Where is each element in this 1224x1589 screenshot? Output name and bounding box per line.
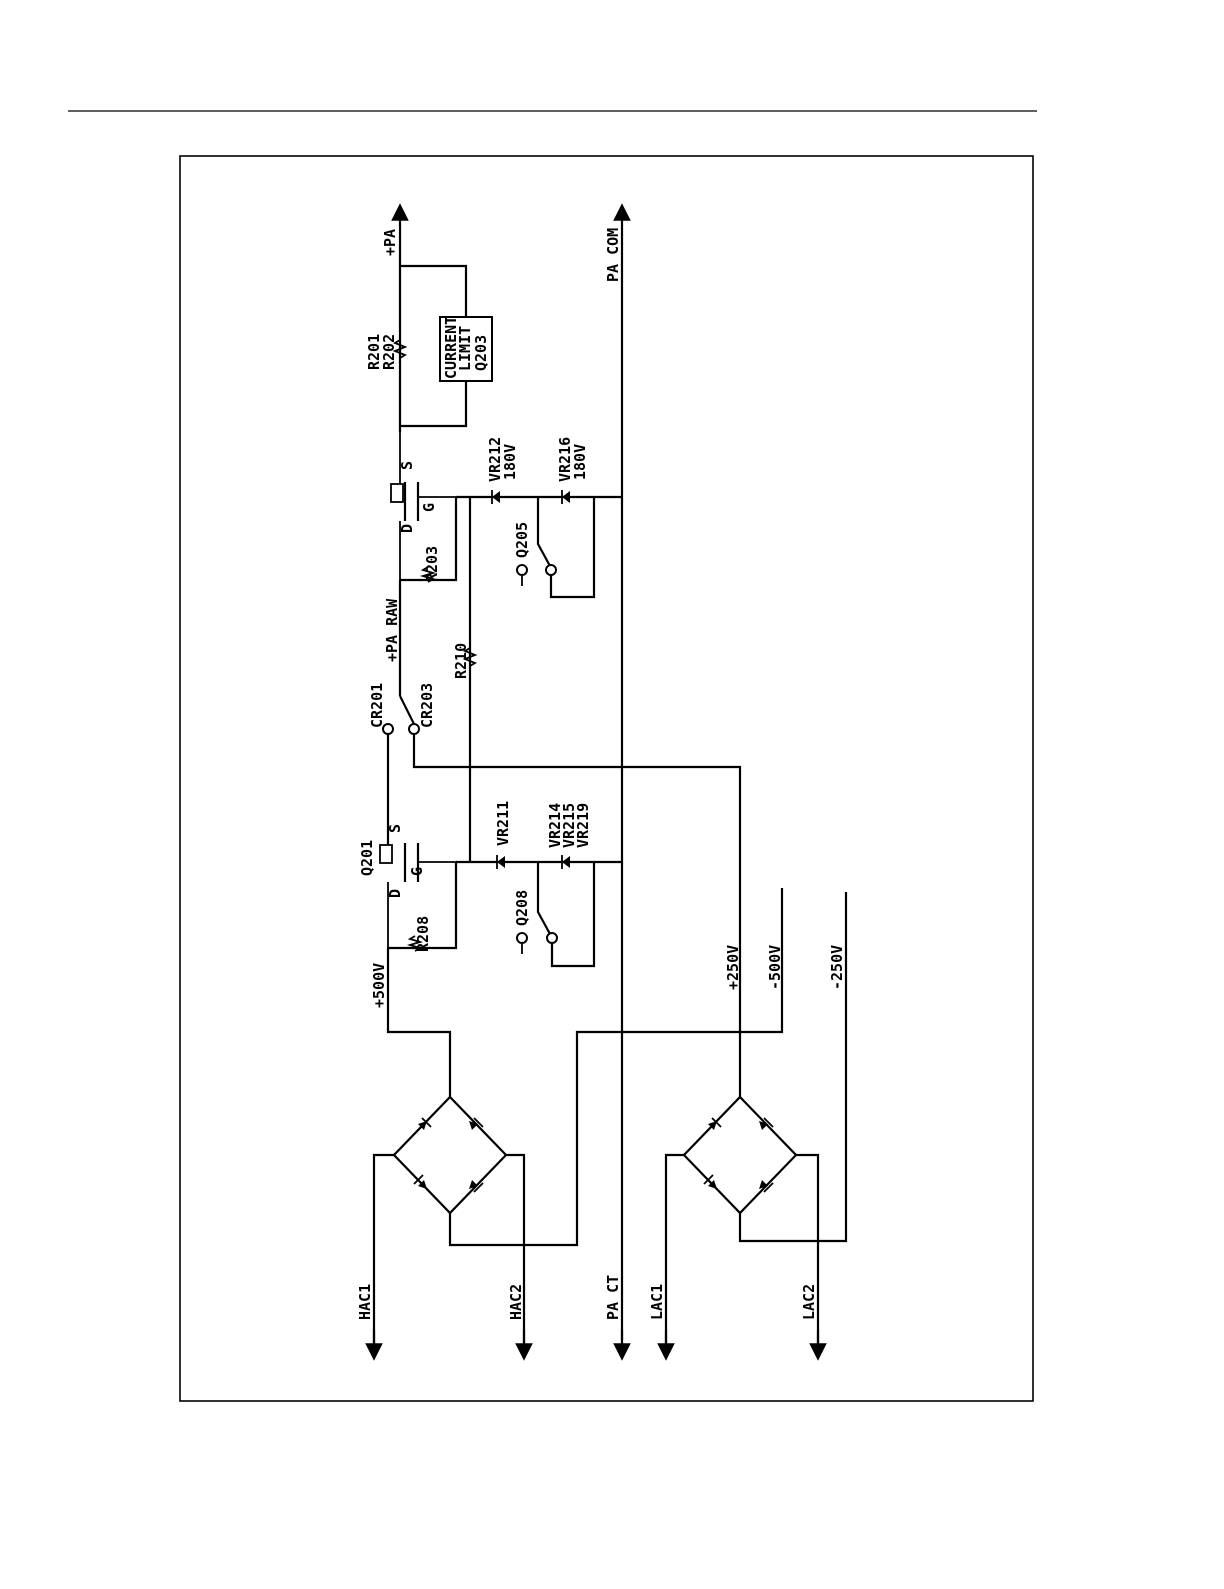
q205-contact (546, 565, 556, 575)
vr214-zener (562, 855, 570, 869)
q205-switch-wire (538, 497, 550, 566)
q208-switch-wire (538, 862, 550, 934)
label-p250v: +250V (724, 945, 742, 990)
label-m250v: -250V (828, 945, 846, 990)
q205-return-wire (551, 497, 594, 597)
label-hac2: HAC2 (507, 1284, 525, 1320)
label-q208: Q208 (513, 890, 531, 926)
vr212-zener (492, 490, 500, 504)
label-m500v: -500V (766, 945, 784, 990)
m500v-wire (450, 888, 782, 1245)
label-pin-g-lower: G (408, 867, 426, 876)
label-pin-d-upper: D (398, 524, 416, 533)
label-vr212-rating: 180V (501, 444, 519, 480)
label-cr201: CR201 (368, 683, 386, 728)
label-cr203: CR203 (418, 683, 436, 728)
label-q201: Q201 (358, 840, 376, 876)
label-vr219: VR219 (574, 803, 592, 848)
upper-bridge-rectifier (394, 1097, 506, 1213)
q208-contact (547, 933, 557, 943)
lac1-wire (666, 1155, 684, 1350)
label-pa: +PA (381, 229, 399, 256)
label-r210: R210 (452, 643, 470, 679)
label-pin-s-lower: S (386, 824, 404, 833)
q208-return-wire (552, 862, 594, 966)
label-lac1: LAC1 (648, 1284, 666, 1320)
label-lac2: LAC2 (800, 1284, 818, 1320)
label-p500v: +500V (370, 963, 388, 1008)
q208-gate-contact (517, 933, 527, 943)
label-vr211: VR211 (494, 801, 512, 846)
label-r202: R202 (380, 334, 398, 370)
label-vr216-rating: 180V (571, 444, 589, 480)
label-pin-g-upper: G (420, 503, 438, 512)
diagram-border (180, 156, 1033, 1401)
label-r208: R208 (414, 916, 432, 952)
label-r203: R203 (423, 546, 441, 582)
label-pa-ct: PA CT (604, 1275, 622, 1320)
label-pin-s-upper: S (398, 461, 416, 470)
label-pa-raw: +PA RAW (383, 598, 401, 662)
vr211-zener (497, 855, 505, 869)
p500v-wire (388, 948, 450, 1097)
label-q203: Q203 (472, 335, 490, 371)
hac1-wire (374, 1155, 394, 1350)
label-pa-com: PA COM (604, 228, 622, 282)
label-pin-d-lower: D (386, 889, 404, 898)
q205-gate-contact (517, 565, 527, 575)
vr216-zener (562, 490, 570, 504)
label-q205: Q205 (513, 522, 531, 558)
label-hac1: HAC1 (356, 1284, 374, 1320)
cr-switch-blade (400, 696, 414, 724)
m250v-wire (740, 892, 846, 1241)
lower-bridge-rectifier (684, 1097, 796, 1213)
